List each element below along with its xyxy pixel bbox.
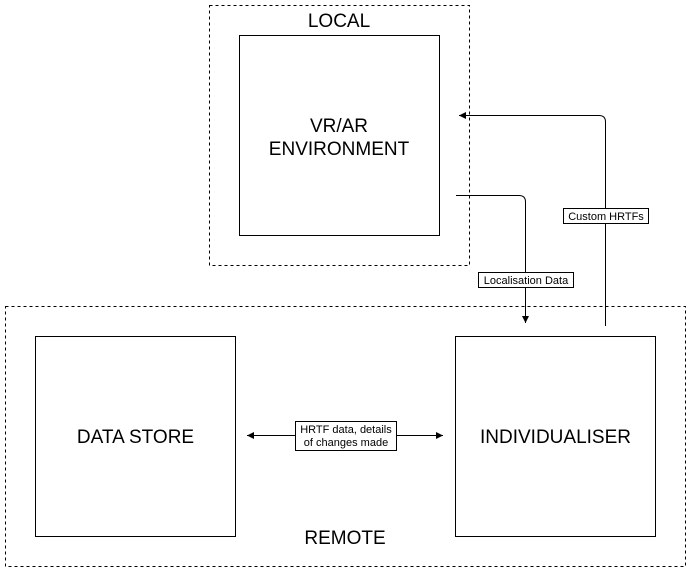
vr-ar-environment-node[interactable]: VR/AR ENVIRONMENT xyxy=(239,35,440,236)
remote-group-label: REMOTE xyxy=(304,528,385,549)
remote-group: REMOTE xyxy=(5,306,686,567)
local-group-border xyxy=(209,5,470,266)
individualiser-box[interactable] xyxy=(455,336,656,537)
remote-group-border xyxy=(5,306,686,567)
localisation-data-arrow[interactable] xyxy=(456,195,529,324)
localisation-data-label: Localisation Data xyxy=(484,275,569,287)
custom-hrtfs-edge[interactable]: Custom HRTFs xyxy=(459,112,649,327)
data-store-label: DATA STORE xyxy=(77,427,194,448)
individualiser-node[interactable]: INDIVIDUALISER xyxy=(455,336,656,537)
custom-hrtfs-arrow[interactable] xyxy=(459,112,606,327)
hrtf-data-label-box xyxy=(295,421,397,451)
custom-hrtfs-label-box xyxy=(563,208,649,224)
data-store-box[interactable] xyxy=(35,336,236,537)
hrtf-data-edge[interactable]: HRTF data, details of changes made xyxy=(247,421,443,451)
vr-ar-environment-box[interactable] xyxy=(239,35,440,236)
localisation-data-edge[interactable]: Localisation Data xyxy=(456,195,574,324)
local-group-label: LOCAL xyxy=(308,11,370,32)
hrtf-data-label-line1: HRTF data, details xyxy=(300,424,392,436)
localisation-data-label-box xyxy=(478,272,574,288)
data-store-node[interactable]: DATA STORE xyxy=(35,336,236,537)
local-group: LOCAL xyxy=(209,5,470,266)
custom-hrtfs-label: Custom HRTFs xyxy=(568,211,644,223)
individualiser-label: INDIVIDUALISER xyxy=(480,427,631,448)
vr-ar-label-line1: VR/AR xyxy=(310,116,368,137)
vr-ar-label-line2: ENVIRONMENT xyxy=(269,139,410,160)
hrtf-data-label-line2: of changes made xyxy=(304,437,388,449)
